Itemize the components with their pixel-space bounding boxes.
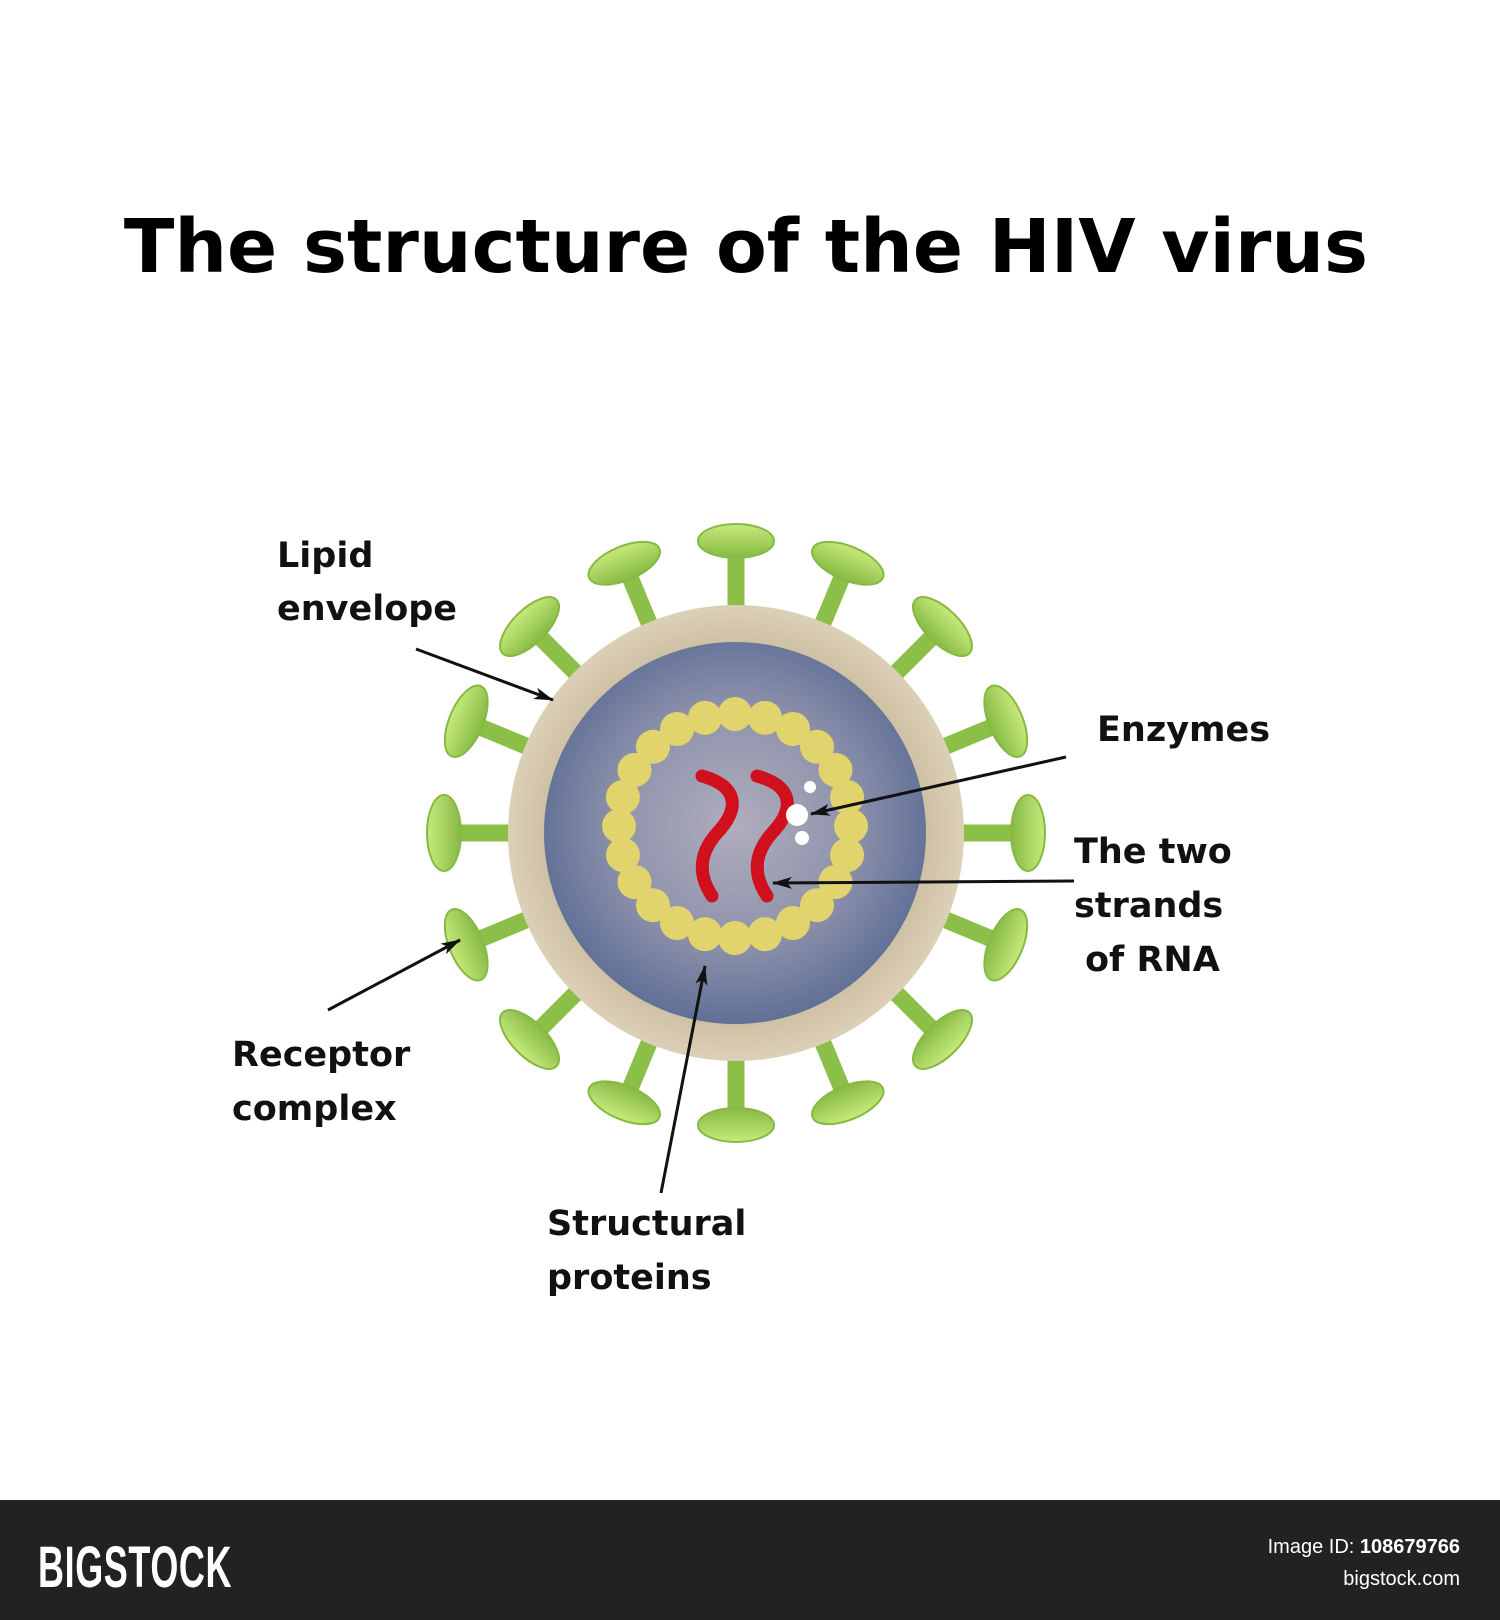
arrow-rna (772, 876, 1075, 889)
arrow-structural-proteins (659, 965, 708, 1194)
arrow-receptor (327, 938, 461, 1012)
spike (499, 979, 590, 1070)
spike-head (912, 596, 973, 657)
image-id-value: 108679766 (1359, 1536, 1460, 1558)
spike-head (587, 1080, 661, 1126)
label-rna-3: of RNA (1085, 940, 1220, 980)
label-lipid-2: envelope (277, 589, 457, 629)
spike-head (912, 1009, 973, 1070)
arrow-lipid-envelope (415, 647, 554, 702)
bigstock-logo: BIGSTOCK (38, 1535, 233, 1600)
structural-protein (718, 697, 752, 731)
structural-protein (776, 712, 810, 747)
structural-protein (617, 865, 652, 899)
spike-head (499, 1009, 560, 1070)
spike (810, 540, 885, 638)
structural-protein (800, 729, 835, 764)
structural-protein (635, 729, 670, 764)
spike-head (983, 908, 1029, 982)
spike (426, 794, 521, 872)
spike-head (499, 596, 560, 657)
spike-head (587, 540, 661, 586)
site-url[interactable]: bigstock.com (1343, 1568, 1460, 1590)
structural-protein (748, 917, 783, 952)
spike (931, 907, 1029, 982)
spike (443, 684, 541, 759)
label-structural-2: proteins (547, 1258, 712, 1298)
spike (587, 1028, 662, 1126)
spike (951, 794, 1046, 872)
structural-protein (605, 837, 640, 872)
spike (697, 1048, 775, 1143)
spike-head (443, 684, 489, 758)
enzyme-dot (786, 804, 808, 826)
label-receptor-2: complex (232, 1089, 397, 1129)
spike-head (1010, 794, 1046, 872)
spike-head (811, 1080, 885, 1126)
spike (931, 684, 1029, 759)
spike-head (697, 1107, 775, 1143)
structural-protein (660, 905, 694, 940)
image-id: Image ID: 108679766 (1268, 1536, 1460, 1559)
structural-protein (660, 712, 694, 747)
spike-head (811, 540, 885, 586)
structural-protein (605, 780, 640, 815)
structural-protein (635, 888, 670, 923)
structural-protein (834, 809, 868, 843)
label-rna-1: The two (1074, 832, 1232, 872)
spike (810, 1028, 885, 1126)
structural-protein (718, 921, 752, 955)
hiv-diagram: The structure of the HIV virus Lipid env… (124, 204, 1368, 1298)
structural-protein (687, 700, 722, 735)
spike (587, 540, 662, 638)
enzyme-dot (804, 781, 816, 793)
structural-protein (830, 837, 865, 872)
structural-protein (602, 809, 636, 843)
spike-head (697, 523, 775, 559)
image-id-label: Image ID: (1267, 1536, 1355, 1558)
structural-protein (748, 700, 783, 735)
spike (882, 979, 973, 1070)
structural-protein (687, 917, 722, 952)
label-rna-2: strands (1074, 886, 1223, 926)
spike-head (983, 684, 1029, 758)
structural-protein (800, 888, 835, 923)
structural-proteins-ring (602, 697, 868, 955)
label-enzymes: Enzymes (1097, 710, 1270, 750)
arrow-enzymes (810, 755, 1067, 816)
spike (499, 596, 590, 687)
footer-bar: BIGSTOCK Image ID: 108679766 bigstock.co… (0, 1500, 1500, 1620)
rna-strand-2 (750, 769, 794, 903)
spike-head (426, 794, 462, 872)
label-receptor-1: Receptor (232, 1035, 411, 1075)
spike (882, 596, 973, 687)
diagram-title: The structure of the HIV virus (124, 204, 1368, 290)
structural-protein (617, 753, 652, 787)
structural-protein (818, 753, 853, 787)
label-structural-1: Structural (547, 1204, 746, 1244)
label-lipid-1: Lipid (277, 536, 373, 576)
structural-protein (776, 905, 810, 940)
spike (697, 523, 775, 618)
enzyme-dot (795, 831, 809, 845)
rna-strand-1 (695, 769, 739, 903)
